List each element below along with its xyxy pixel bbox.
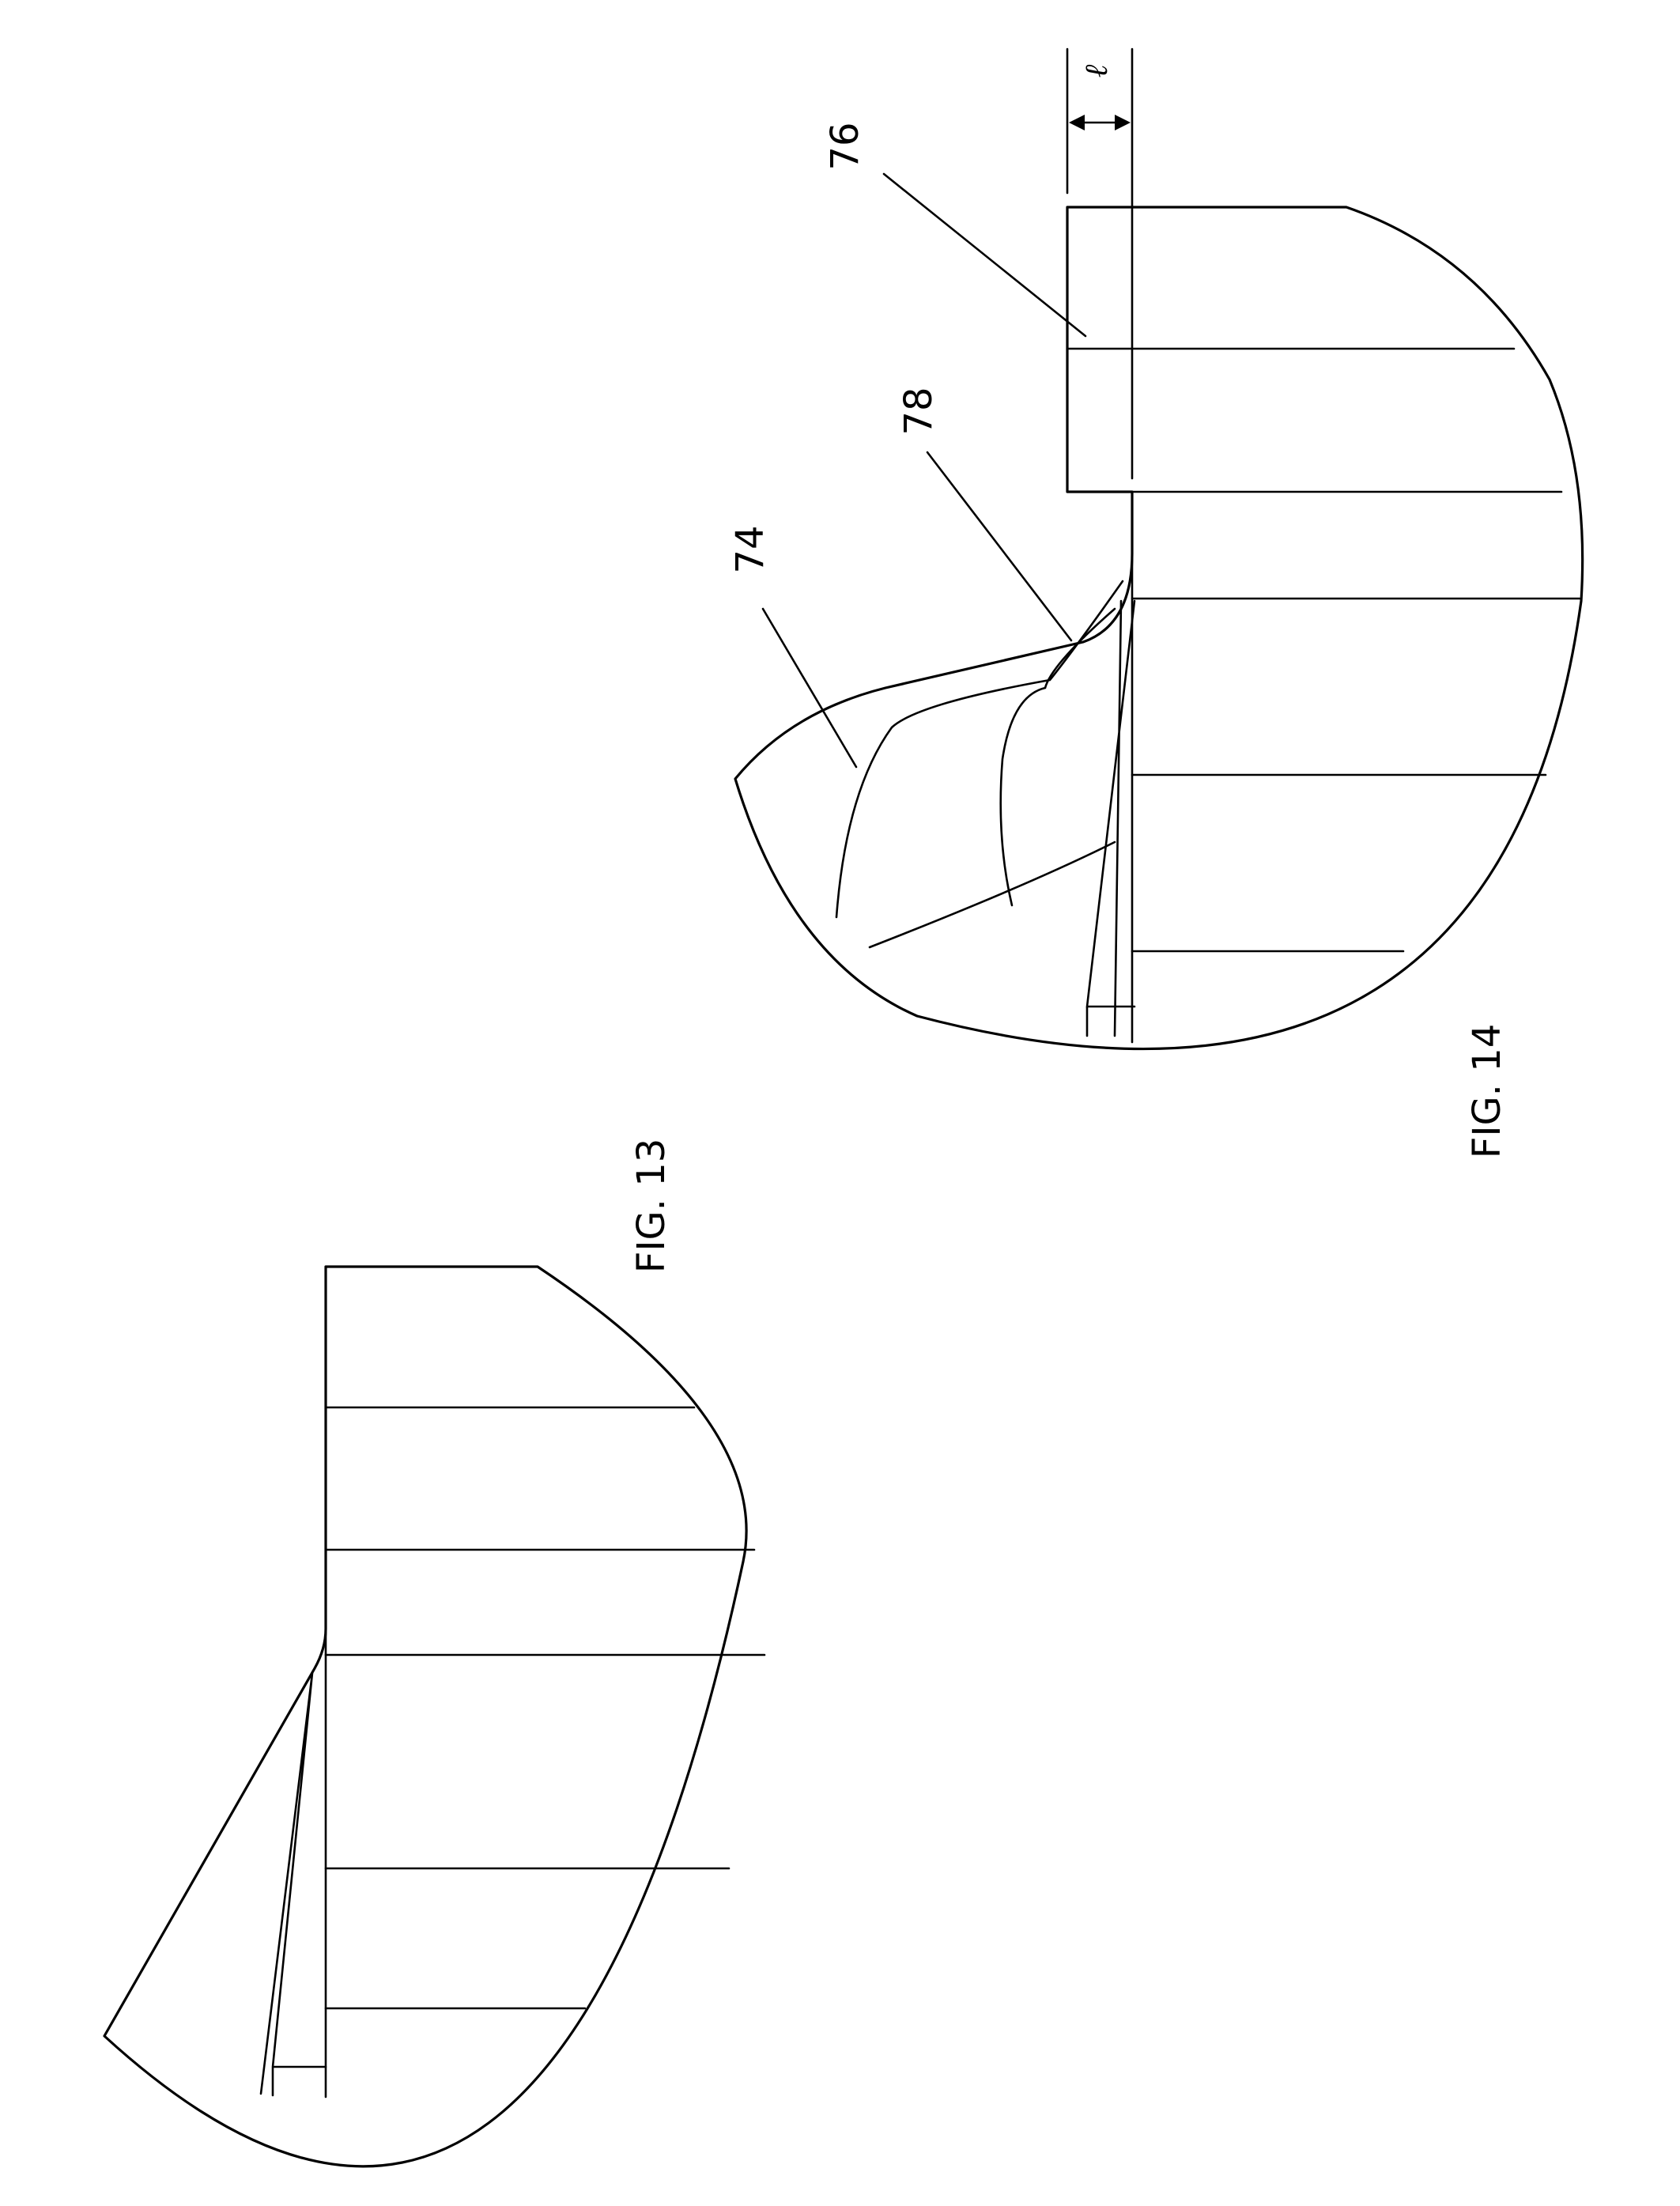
leader-76 xyxy=(884,174,1085,336)
leader-78 xyxy=(927,452,1071,640)
fig14-taper xyxy=(1087,601,1134,1036)
fig14-inner-contour-3 xyxy=(870,842,1115,947)
fig13-drawing xyxy=(104,1267,764,2166)
fig13-caption: FIG. 13 xyxy=(629,1139,674,1274)
fig14-outline xyxy=(735,207,1583,1049)
fig14-caption: FIG. 14 xyxy=(1465,1024,1509,1159)
fig13-outline xyxy=(104,1267,746,2166)
ref-numeral-76: 76 xyxy=(823,122,867,170)
fig14-dim-arrowhead-left xyxy=(1069,115,1085,130)
dimension-symbol: ℓ xyxy=(1078,64,1115,77)
leader-74 xyxy=(763,609,856,767)
ref-numeral-74: 74 xyxy=(728,525,772,573)
ref-numeral-78: 78 xyxy=(897,387,941,435)
fig14-inner-contour-1 xyxy=(836,581,1123,917)
fig14-drawing xyxy=(735,49,1583,1049)
fig14-inner-contour-2 xyxy=(1001,609,1115,905)
fig14-dim-arrowhead-right xyxy=(1115,115,1131,130)
fig13-wedge xyxy=(261,1673,326,2095)
